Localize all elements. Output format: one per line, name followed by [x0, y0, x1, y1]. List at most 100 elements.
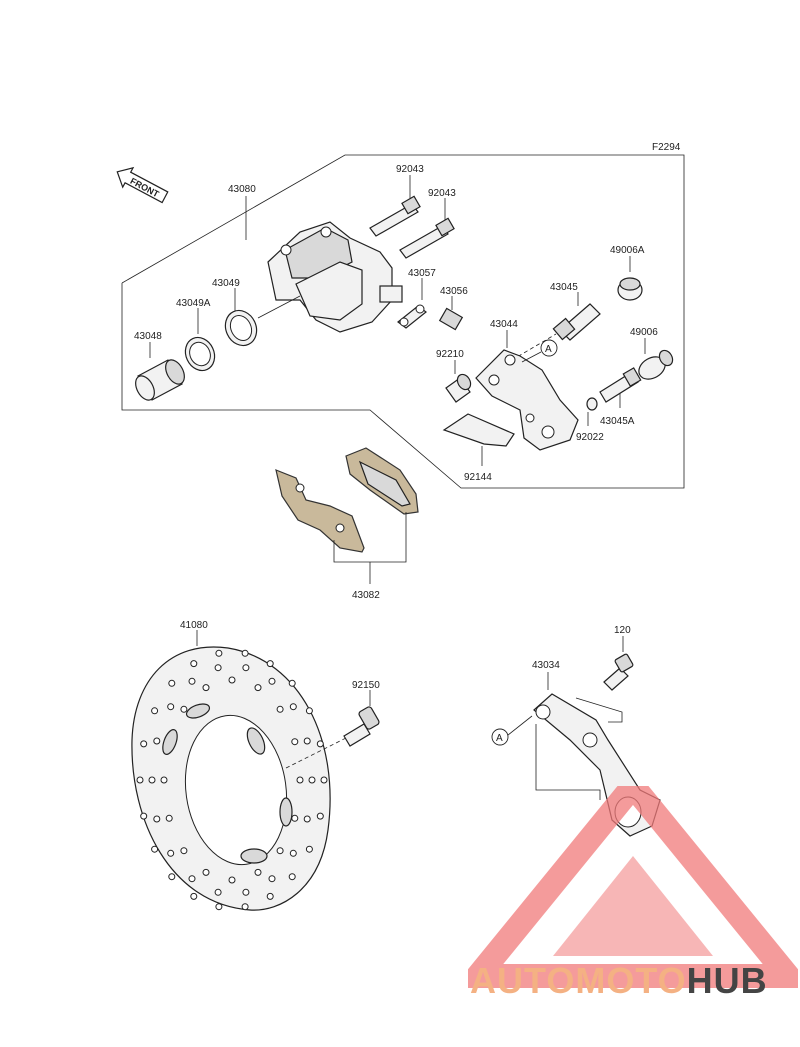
label-41080: 41080	[180, 620, 208, 631]
piston-43048	[135, 342, 185, 401]
label-43057: 43057	[408, 268, 436, 279]
disc-hole	[320, 776, 328, 784]
disc-hole	[202, 868, 210, 876]
label-92043-a: 92043	[396, 164, 424, 175]
label-43056: 43056	[440, 286, 468, 297]
disc-hole	[228, 876, 236, 884]
disc-hole	[289, 703, 297, 711]
disc-hole	[288, 679, 296, 687]
disc-hole	[316, 740, 324, 748]
disc-hole	[276, 847, 284, 855]
disc-hole	[296, 776, 304, 784]
disc-hole	[190, 892, 198, 900]
disc-hole	[305, 845, 313, 853]
disc-hole	[140, 812, 148, 820]
disc-hole	[160, 776, 168, 784]
bolt-43045A	[599, 367, 642, 408]
disc-hole	[303, 815, 311, 823]
front-arrow-icon: FRONT	[116, 166, 169, 204]
disc-hole	[291, 814, 299, 822]
pin-92043-a	[369, 175, 421, 237]
label-43049: 43049	[212, 278, 240, 289]
disc-hole	[291, 738, 299, 746]
disc-hole	[136, 776, 144, 784]
disc-hole	[190, 660, 198, 668]
disc-hole	[316, 812, 324, 820]
label-43045A: 43045A	[600, 416, 635, 427]
disc-hole	[266, 660, 274, 668]
reference-a-lower: A	[491, 715, 533, 746]
disc-hole	[308, 776, 316, 784]
wordmark-part1: AUTOMOTO	[470, 960, 687, 1001]
disc-hole	[153, 737, 161, 745]
seal-43049A	[184, 308, 216, 372]
brake-pad-right	[345, 447, 419, 515]
spring-92144	[442, 413, 515, 466]
automotohub-logo	[468, 786, 798, 988]
bush-49006	[638, 338, 674, 380]
disc-hole	[276, 705, 284, 713]
disc-hole	[148, 776, 156, 784]
disc-hole	[167, 703, 175, 711]
disc-hole	[151, 707, 159, 715]
label-49006A: 49006A	[610, 245, 645, 256]
reference-a-lower-label: A	[496, 733, 503, 744]
disc-hole	[266, 892, 274, 900]
disc-hole	[215, 649, 223, 657]
label-120: 120	[614, 625, 631, 636]
label-43044: 43044	[490, 319, 518, 330]
bleeder-43057	[397, 278, 427, 329]
label-49006: 49006	[630, 327, 658, 338]
caliper-assembly-outline	[121, 154, 685, 489]
disc-hole	[241, 903, 249, 911]
disc-hole	[214, 888, 222, 896]
disc-hole	[151, 845, 159, 853]
label-43082: 43082	[352, 590, 380, 601]
disc-hole	[268, 875, 276, 883]
pin-92043-b	[399, 198, 455, 259]
disc-hole	[254, 684, 262, 692]
disc-hole	[215, 903, 223, 911]
disc-hole	[180, 705, 188, 713]
disc-hole	[241, 649, 249, 657]
disc-hole	[303, 737, 311, 745]
disc-hole	[288, 873, 296, 881]
figure-code: F2294	[652, 142, 681, 153]
label-43080: 43080	[228, 184, 256, 195]
disc-hole	[180, 847, 188, 855]
caliper-body	[257, 221, 403, 333]
disc-hole	[228, 676, 236, 684]
label-92210: 92210	[436, 349, 464, 360]
disc-hole	[202, 684, 210, 692]
link-leader	[575, 697, 623, 723]
disc-hole	[188, 875, 196, 883]
disc-hole	[268, 677, 276, 685]
label-92022: 92022	[576, 432, 604, 443]
reference-a-upper: A	[521, 339, 558, 363]
label-43048: 43048	[134, 331, 162, 342]
bush-49006A	[617, 256, 643, 301]
collar-92210	[445, 360, 472, 403]
label-43034: 43034	[532, 660, 560, 671]
bolt-120	[603, 636, 634, 691]
disc-hole	[153, 815, 161, 823]
disc-hole	[165, 814, 173, 822]
disc-hole	[188, 677, 196, 685]
disc-hole	[167, 849, 175, 857]
disc-hole	[305, 707, 313, 715]
disc-hole	[168, 679, 176, 687]
link-leader-2	[535, 724, 601, 800]
label-92144: 92144	[464, 472, 492, 483]
brake-pad-left	[275, 469, 365, 553]
seal-43049	[224, 288, 258, 347]
bolt-43045	[511, 292, 601, 361]
disc-hole	[140, 740, 148, 748]
label-92150: 92150	[352, 680, 380, 691]
disc-hole	[168, 873, 176, 881]
wordmark-part2: HUB	[686, 960, 768, 1001]
disc-hole	[214, 664, 222, 672]
label-43049A: 43049A	[176, 298, 211, 309]
reference-a-upper-label: A	[545, 344, 552, 355]
label-92043-b: 92043	[428, 188, 456, 199]
